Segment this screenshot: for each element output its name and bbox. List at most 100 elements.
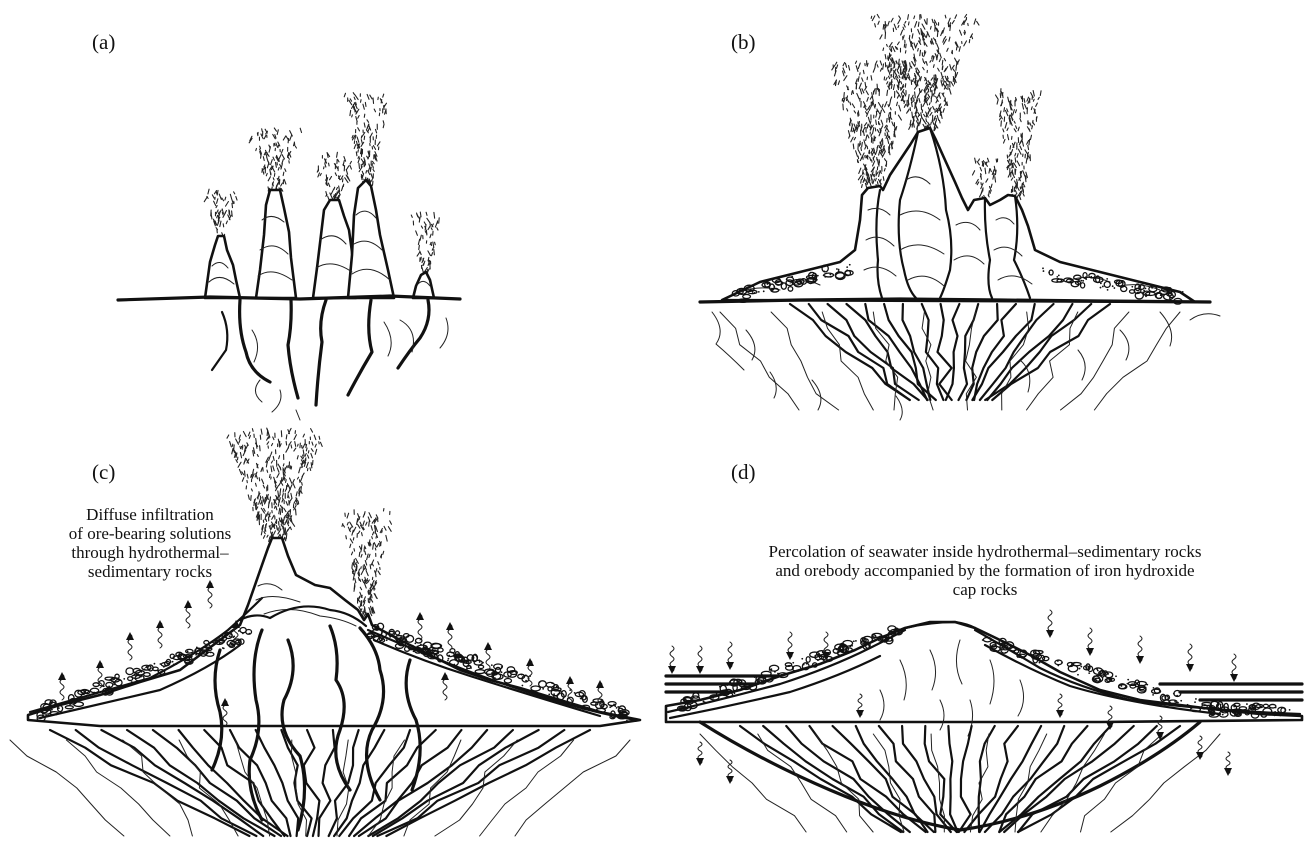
panel-b-feeder-veins bbox=[720, 304, 1180, 410]
plume-particle bbox=[306, 448, 307, 451]
sediment-dot bbox=[108, 686, 110, 688]
plume-particle bbox=[273, 157, 274, 160]
plume-particle bbox=[866, 112, 867, 114]
plume-particle bbox=[960, 30, 962, 35]
plume-particle bbox=[853, 144, 854, 149]
plume-particle bbox=[904, 101, 905, 104]
plume-particle bbox=[856, 66, 858, 72]
plume-particle bbox=[911, 66, 912, 68]
plume-particle bbox=[427, 218, 430, 223]
sediment-dot bbox=[176, 663, 178, 665]
plume-particle bbox=[938, 68, 940, 71]
plume-particle bbox=[277, 468, 279, 472]
plume-particle bbox=[269, 455, 271, 460]
plume-particle bbox=[361, 567, 362, 569]
plume-particle bbox=[362, 171, 363, 173]
plume-particle bbox=[437, 228, 438, 230]
plume-particle bbox=[876, 115, 877, 117]
plume-particle bbox=[964, 32, 965, 34]
plume-particle bbox=[267, 442, 269, 445]
plume-particle bbox=[295, 442, 296, 447]
plume-particle bbox=[901, 82, 902, 84]
plume-particle bbox=[919, 98, 920, 102]
plume-particle bbox=[904, 24, 905, 27]
sediment-dot bbox=[846, 266, 848, 268]
plume-particle bbox=[359, 163, 360, 168]
sediment-dot bbox=[1223, 707, 1225, 709]
plume-particle bbox=[952, 65, 954, 68]
sediment-dot bbox=[1095, 679, 1097, 681]
plume-particle bbox=[344, 93, 345, 97]
plume-particle bbox=[858, 63, 860, 69]
plume-particle bbox=[272, 444, 273, 446]
panel-a-feeders bbox=[212, 300, 448, 420]
plume-particle bbox=[868, 135, 869, 138]
plume-particle bbox=[360, 522, 361, 525]
plume-particle bbox=[1033, 122, 1035, 125]
plume-particle bbox=[346, 536, 347, 539]
plume-particle bbox=[371, 595, 372, 598]
plume-particle bbox=[245, 471, 246, 476]
vein bbox=[1094, 312, 1180, 410]
plume-particle bbox=[930, 87, 931, 91]
plume-particle bbox=[918, 91, 920, 96]
plume-particle bbox=[378, 562, 379, 565]
plume-particle bbox=[904, 104, 905, 107]
arrow-head bbox=[96, 660, 104, 668]
plume-particle bbox=[328, 183, 329, 186]
sediment-dot bbox=[1260, 706, 1262, 708]
plume-particle bbox=[895, 69, 896, 71]
sediment-dot bbox=[521, 685, 523, 687]
plume-particle bbox=[280, 505, 282, 508]
plume-particle bbox=[866, 91, 868, 95]
plume-particle bbox=[358, 531, 359, 533]
plume-particle bbox=[903, 35, 904, 38]
plume-particle bbox=[284, 508, 286, 511]
plume-particle bbox=[253, 450, 254, 455]
plume-particle bbox=[950, 65, 952, 70]
plume-particle bbox=[863, 131, 864, 135]
plume-particle bbox=[887, 44, 888, 46]
plume-particle bbox=[264, 135, 266, 138]
plume-particle bbox=[418, 239, 419, 244]
plume-particle bbox=[926, 33, 928, 38]
sediment-dot bbox=[48, 714, 50, 716]
plume-particle bbox=[371, 174, 373, 179]
vein bbox=[992, 304, 1110, 400]
plume-particle bbox=[288, 430, 290, 434]
plume-particle bbox=[930, 112, 932, 115]
sediment-dot bbox=[1110, 678, 1112, 680]
plume-particle bbox=[266, 173, 267, 175]
plume-particle bbox=[272, 515, 274, 519]
plume-particle bbox=[290, 478, 292, 483]
plume-particle bbox=[366, 522, 367, 525]
plume-particle bbox=[858, 77, 859, 82]
plume-particle bbox=[386, 535, 387, 541]
plume-particle bbox=[912, 61, 915, 66]
plume-particle bbox=[367, 94, 369, 99]
sediment-dot bbox=[1079, 668, 1081, 670]
sediment-dot bbox=[1206, 712, 1208, 714]
sediment-dot bbox=[229, 635, 231, 637]
plume-particle bbox=[1023, 171, 1025, 176]
sediment-dot bbox=[710, 691, 712, 693]
sediment-dot bbox=[1090, 276, 1092, 278]
plume-particle bbox=[873, 156, 874, 158]
plume-particle bbox=[859, 168, 861, 173]
breccia-clast bbox=[474, 660, 482, 665]
plume-particle bbox=[865, 82, 866, 87]
plume-particle bbox=[368, 168, 369, 172]
plume-particle bbox=[279, 482, 281, 485]
sediment-dot bbox=[230, 634, 232, 636]
plume-particle bbox=[847, 109, 848, 111]
plume-particle bbox=[977, 161, 979, 165]
plume-particle bbox=[924, 114, 926, 116]
sediment-dot bbox=[414, 642, 416, 644]
plume-particle bbox=[263, 172, 264, 174]
plume-particle bbox=[217, 215, 218, 217]
plume-particle bbox=[311, 463, 312, 468]
plume-particle bbox=[314, 435, 316, 440]
breccia-clast bbox=[1269, 704, 1276, 707]
plume-particle bbox=[267, 470, 268, 472]
sediment-dot bbox=[703, 701, 705, 703]
